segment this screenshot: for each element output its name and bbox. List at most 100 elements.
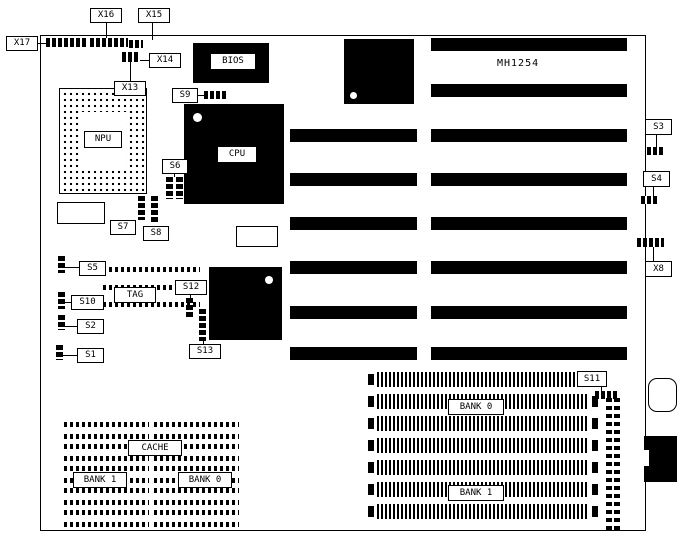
cache-dip-chip (154, 510, 239, 527)
pin1-dot (265, 276, 273, 284)
wire (65, 302, 71, 303)
label-s2: S2 (77, 319, 104, 334)
wire (65, 326, 77, 327)
wire (601, 387, 602, 391)
jumper-s13 (199, 309, 206, 341)
jumper-s12 (186, 298, 193, 318)
isa-slot (431, 261, 627, 274)
label-s13: S13 (189, 344, 221, 359)
label-s10: S10 (71, 295, 104, 310)
battery (648, 378, 677, 412)
label-x16: X16 (90, 8, 122, 23)
jumper-s8 (151, 196, 158, 224)
wire (38, 43, 46, 44)
cache-dip-chip (154, 488, 239, 505)
isa-slot (290, 129, 417, 142)
wire (656, 135, 657, 147)
label-s7: S7 (110, 220, 136, 235)
jumper-s5 (58, 256, 65, 273)
isa-slot (431, 129, 627, 142)
simm-socket (368, 372, 598, 387)
simm-socket (368, 438, 598, 453)
connector-strip-x16 (90, 38, 128, 47)
isa-slot (431, 38, 627, 51)
connector-strip-x17 (46, 38, 88, 47)
label-npu: NPU (84, 131, 122, 148)
jumper-s6 (166, 177, 173, 199)
isa-slot (431, 306, 627, 319)
jumper-s2 (58, 315, 65, 330)
label-s4: S4 (643, 171, 670, 187)
isa-slot (431, 347, 627, 360)
label-s6: S6 (162, 159, 188, 174)
label-simm-bank1: BANK 1 (448, 485, 504, 501)
power-connector-pins (614, 398, 620, 530)
simm-socket (368, 416, 598, 431)
label-x15: X15 (138, 8, 170, 23)
wire (653, 247, 654, 261)
wire (152, 23, 153, 40)
wire (198, 95, 204, 96)
isa-slot (290, 261, 417, 274)
jumper-x14 (122, 52, 140, 62)
label-bios: BIOS (210, 53, 256, 70)
isa-slot (290, 306, 417, 319)
label-s12: S12 (175, 280, 207, 295)
jumper-s10 (58, 292, 65, 309)
keyboard-din-connector (644, 436, 677, 482)
jumper-s1 (56, 345, 63, 360)
jumper-s9 (204, 91, 228, 99)
isa-slot (431, 217, 627, 230)
cache-dip-chip (64, 422, 149, 439)
cache-dip-chip (64, 488, 149, 505)
label-x17: X17 (6, 36, 38, 51)
jumper-s3 (647, 147, 665, 155)
wire (63, 355, 77, 356)
connector-strip-x15 (129, 40, 143, 48)
cache-dip-chip (154, 422, 239, 439)
power-connector-pins (606, 398, 612, 530)
label-cache-bank0: BANK 0 (178, 472, 232, 488)
label-s1: S1 (77, 348, 104, 363)
oscillator-socket (57, 202, 105, 224)
simm-socket (368, 504, 598, 519)
connector-strip-x8 (637, 238, 664, 247)
isa-slot (290, 347, 417, 360)
label-x13: X13 (114, 81, 146, 96)
oscillator-socket (236, 226, 278, 247)
jumper-s4 (641, 196, 659, 204)
label-s5: S5 (79, 261, 106, 276)
label-cache: CACHE (128, 440, 182, 456)
board-model-text: MH1254 (497, 58, 540, 69)
label-cache-bank1: BANK 1 (73, 472, 127, 488)
isa-slot (431, 84, 627, 97)
pin1-dot (193, 113, 202, 122)
label-tag: TAG (114, 287, 156, 303)
wire (106, 23, 107, 38)
wire (203, 341, 204, 344)
label-s11: S11 (577, 371, 607, 387)
jumper-s7 (138, 196, 145, 220)
label-s8: S8 (143, 226, 169, 241)
wire (653, 187, 654, 196)
wire (65, 267, 79, 268)
label-s3: S3 (645, 119, 672, 135)
label-s9: S9 (172, 88, 198, 103)
isa-slot (290, 173, 417, 186)
isa-slot (290, 217, 417, 230)
cache-dip-chip (64, 510, 149, 527)
pin1-dot (350, 92, 357, 99)
label-cpu: CPU (217, 146, 257, 163)
jumper-s6 (176, 177, 183, 199)
connector-strip-s11 (595, 391, 617, 399)
wire (174, 174, 175, 177)
wire (140, 60, 149, 61)
isa-slot (431, 173, 627, 186)
label-simm-bank0: BANK 0 (448, 399, 504, 415)
simm-socket (368, 460, 598, 475)
label-x8: X8 (645, 261, 672, 277)
wire (190, 295, 191, 298)
cache-dip-chip (64, 444, 149, 461)
label-x14: X14 (149, 53, 181, 68)
